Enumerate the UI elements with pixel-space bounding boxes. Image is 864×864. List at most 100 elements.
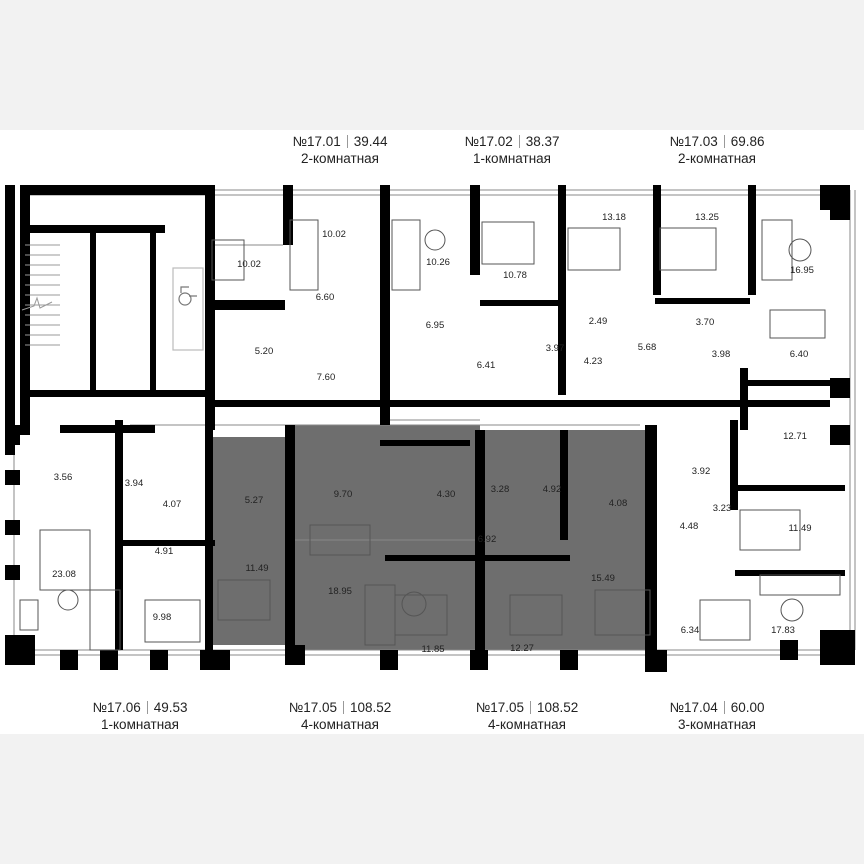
room-areas: 10.0210.026.605.207.6010.266.956.4110.78… [52,212,814,655]
wall [475,430,485,650]
furniture-outline [509,594,563,636]
apartment-type: 1-комнатная [101,717,179,732]
wall [5,635,35,665]
room-area-label: 11.49 [788,523,811,534]
apartment-type: 4-комнатная [488,717,566,732]
wall [560,650,578,670]
wall [490,400,830,407]
top-margin [0,0,864,130]
furniture-outline [699,599,751,641]
wall [558,185,566,395]
apartment-area: 69.86 [730,134,765,149]
apartment-type: 2-комнатная [678,151,756,166]
room-area-label: 6.92 [478,534,497,545]
room-area-label: 3.92 [692,466,711,477]
room-area-label: 16.95 [790,265,814,276]
wall [5,425,30,435]
room-area-label: 9.70 [334,489,353,500]
apartment-label[interactable]: №17.06 49.53 1-комнатная [60,699,220,733]
wall [20,185,205,195]
room-area-label: 13.18 [602,212,626,223]
furniture-outline [769,309,826,339]
wall [820,630,855,665]
wall [285,645,305,665]
furniture-outline [394,594,448,636]
furniture-outline [89,589,121,651]
wall [120,540,215,546]
apartment-number: №17.05 [475,700,524,715]
apartment-type: 1-комнатная [473,151,551,166]
room-area-label: 3.94 [125,478,144,489]
room-area-label: 4.91 [155,546,174,557]
separator [146,701,148,714]
room-area-label: 17.83 [771,625,795,636]
room-area-label: 13.25 [695,212,719,223]
apartment-type: 4-комнатная [301,717,379,732]
room-area-label: 23.08 [52,569,76,580]
room-area-label: 3.28 [491,484,510,495]
wall [380,185,390,425]
room-area-label: 5.68 [638,342,657,353]
wall [5,565,20,580]
wall [645,425,657,655]
wall [5,520,20,535]
wall [560,430,568,540]
wall [830,425,850,445]
furniture-outline [759,574,841,596]
walls [5,185,855,672]
room-area-label: 12.27 [510,643,534,654]
wall [100,650,118,670]
apartment-number: №17.06 [92,700,141,715]
room-area-label: 15.49 [591,573,615,584]
room-area-label: 18.95 [328,586,352,597]
room-area-label: 9.98 [153,612,172,623]
wall [200,650,230,670]
room-area-label: 11.49 [245,563,268,574]
separator [529,701,531,714]
apartment-type: 2-комнатная [301,151,379,166]
room-area-label: 10.26 [426,257,450,268]
wall [645,650,667,672]
bottom-margin [0,734,864,864]
wall [470,185,480,275]
round-table [780,598,804,622]
room-area-label: 7.60 [317,372,336,383]
wall [735,485,845,491]
round-table [424,229,446,251]
furniture [19,219,841,651]
furniture-outline [567,227,621,271]
wall [740,380,835,386]
room-area-label: 3.98 [712,349,731,360]
furniture-outline [481,221,535,265]
separator [723,701,725,714]
apartment-area: 49.53 [153,700,188,715]
apartment-area: 60.00 [730,700,765,715]
wall [830,200,850,220]
room-area-label: 5.27 [245,495,264,506]
wall [730,420,738,510]
room-area-label: 6.41 [477,360,496,371]
wall [470,650,488,670]
wall [210,300,285,310]
wall [150,650,168,670]
wall [385,555,475,561]
wall [283,185,293,245]
round-table [401,591,427,617]
separator [346,135,348,148]
apartment-number: №17.05 [288,700,337,715]
wall [60,425,155,433]
wall [480,555,570,561]
room-area-label: 4.92 [543,484,562,495]
room-area-label: 3.23 [713,503,732,514]
apartment-number: №17.04 [669,700,718,715]
highlighted-apartment-17-05[interactable] [213,425,655,650]
room-area-label: 4.30 [437,489,456,500]
room-area-label: 6.34 [681,625,700,636]
